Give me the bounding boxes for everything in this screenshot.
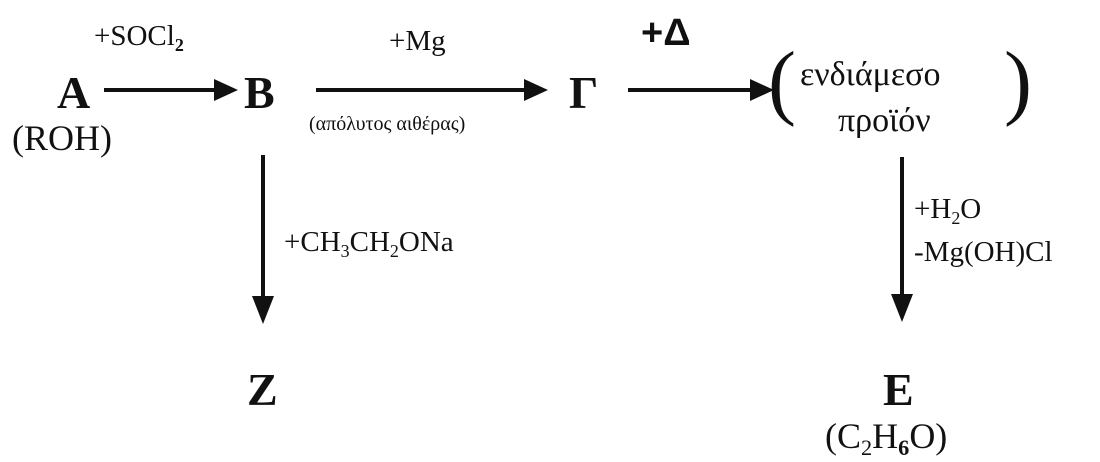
node-a-label: A — [57, 67, 91, 118]
arrow-gamma-to-intermediate-head — [750, 79, 774, 101]
arrow-intermediate-to-e-shaft — [900, 157, 904, 299]
arrow-a-to-b-reagent: +SOCl2 — [94, 20, 184, 55]
node-gamma-label: Γ — [569, 67, 599, 118]
arrow-b-to-z-shaft — [261, 155, 265, 301]
arrow-b-to-gamma-reagent: +Mg — [389, 25, 446, 57]
arrow-intermediate-to-e-reagent-1: +H2O — [914, 193, 982, 228]
node-a-formula: (ROH) — [12, 118, 112, 158]
node-e-formula: (C2H6O) — [825, 416, 948, 461]
arrow-a-to-b-head — [214, 79, 238, 101]
node-b-label: B — [244, 67, 275, 118]
node-z-label: Z — [247, 364, 278, 415]
arrow-gamma-to-intermediate-shaft — [628, 88, 756, 92]
arrow-b-to-gamma-shaft — [316, 88, 530, 92]
intermediate-line2: προϊόν — [838, 102, 931, 139]
arrow-a-to-b-shaft — [104, 88, 220, 92]
arrow-b-to-z-reagent: +CH3CH2ONa — [284, 226, 454, 261]
arrow-gamma-to-intermediate-reagent: +Δ — [641, 12, 691, 54]
arrow-b-to-gamma-condition: (απόλυτος αιθέρας) — [309, 113, 466, 135]
arrow-intermediate-to-e-reagent-2: -Mg(OH)Cl — [914, 236, 1053, 268]
arrow-intermediate-to-e-head — [891, 294, 913, 322]
intermediate-close-paren: ) — [1004, 35, 1032, 128]
intermediate-line1: ενδιάμεσο — [800, 56, 941, 93]
arrow-b-to-z-head — [252, 296, 274, 324]
node-e-label: E — [883, 364, 914, 415]
arrow-b-to-gamma-head — [524, 79, 548, 101]
